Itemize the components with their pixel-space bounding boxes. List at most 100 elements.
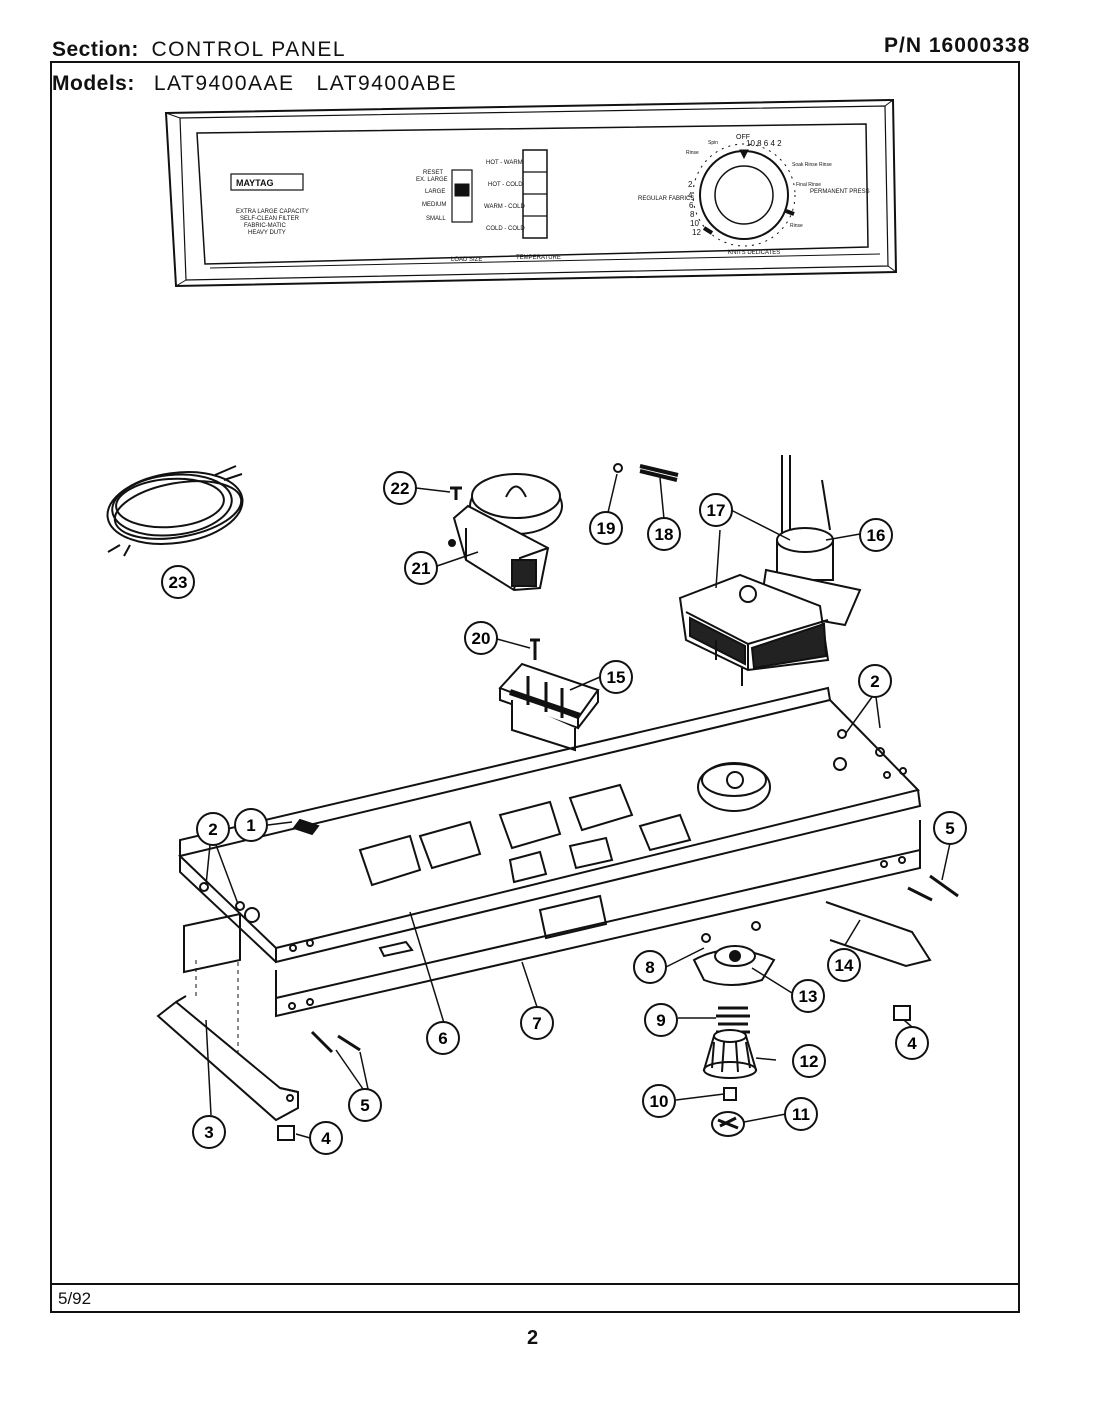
svg-text:5: 5	[360, 1096, 369, 1115]
svg-text:2: 2	[208, 820, 217, 839]
dial-soak-rinse: Soak Rinse Rinse	[792, 162, 832, 168]
svg-text:2: 2	[870, 672, 879, 691]
control-panel-illustration	[164, 98, 898, 288]
knob-cap-part	[711, 1111, 745, 1137]
dial-num-12: 12	[692, 228, 701, 237]
svg-text:11: 11	[792, 1105, 810, 1124]
temperature-label: TEMPERATURE	[516, 255, 561, 261]
footer-divider	[52, 1283, 1018, 1285]
callout-20: 20	[464, 621, 498, 655]
dial-top-numbers: 10 8 6 4 2	[746, 139, 782, 148]
svg-text:1: 1	[246, 816, 255, 835]
load-size-label: LOAD SIZE	[451, 257, 482, 263]
water-level-switch-part	[448, 473, 563, 592]
callout-14: 14	[827, 948, 861, 982]
wiring-harness-part	[106, 465, 244, 557]
models-value: LAT9400AAE LAT9400ABE	[153, 72, 458, 95]
models-line: Models: LAT9400AAE LAT9400ABE	[52, 72, 457, 96]
control-panel-text: MAYTAG EXTRA LARGE CAPACITY SELF-CLEAN F…	[236, 134, 870, 263]
models-label: Models:	[52, 72, 135, 95]
callout-10: 10	[642, 1084, 676, 1118]
svg-text:22: 22	[391, 479, 410, 498]
svg-text:9: 9	[656, 1011, 665, 1030]
svg-text:18: 18	[655, 525, 674, 544]
svg-text:21: 21	[412, 559, 431, 578]
callouts: 23 22 21 19 18 17 16 20 15 2 2 1 5 6 7 8…	[161, 471, 967, 1155]
svg-text:16: 16	[867, 526, 886, 545]
callout-16: 16	[859, 518, 893, 552]
svg-text:14: 14	[835, 956, 854, 975]
feature-line-1: EXTRA LARGE CAPACITY	[236, 209, 309, 215]
callout-4-left: 4	[309, 1121, 343, 1155]
callout-6: 6	[426, 1021, 460, 1055]
clip-part	[613, 463, 623, 473]
temp-cold-cold: COLD - COLD	[486, 226, 525, 232]
callout-15: 15	[599, 660, 633, 694]
feature-line-3: FABRIC-MATIC	[244, 223, 287, 229]
svg-text:12: 12	[800, 1052, 819, 1071]
section-title: Section: CONTROL PANEL	[52, 38, 346, 62]
callout-4-right: 4	[895, 1026, 929, 1060]
svg-text:7: 7	[532, 1014, 541, 1033]
timer-part	[678, 573, 830, 686]
spring-part	[639, 464, 679, 482]
temp-hot-warm: HOT - WARM	[486, 160, 523, 166]
temperature-switch-part	[498, 662, 600, 752]
svg-text:4: 4	[907, 1034, 917, 1053]
dial-num-4: 4	[688, 191, 693, 200]
section-label: Section:	[52, 38, 139, 61]
clip-part-4a	[277, 1125, 295, 1141]
dial-regular-fabrics: REGULAR FABRICS	[638, 196, 694, 202]
load-size-ex-large: EX. LARGE	[416, 177, 448, 183]
spring-part-9	[716, 1006, 750, 1034]
load-size-large: LARGE	[425, 189, 445, 195]
screw-part-5a	[310, 1030, 361, 1054]
callout-1: 1	[234, 808, 268, 842]
callout-7: 7	[520, 1006, 554, 1040]
load-size-reset: RESET	[423, 170, 443, 176]
svg-text:19: 19	[597, 519, 616, 538]
callout-18: 18	[647, 517, 681, 551]
clip-part-4b	[893, 1005, 911, 1021]
feature-line-2: SELF-CLEAN FILTER	[240, 216, 300, 222]
callout-11: 11	[784, 1097, 818, 1131]
svg-text:10: 10	[650, 1092, 669, 1111]
rear-bracket-part	[275, 820, 921, 1018]
svg-text:4: 4	[321, 1129, 331, 1148]
screw-part-5b	[907, 874, 959, 902]
dial-num-8: 8	[690, 210, 695, 219]
dial-off: OFF	[736, 134, 750, 141]
dial-permanent-press: PERMANENT PRESS	[810, 189, 870, 195]
svg-text:5: 5	[945, 819, 954, 838]
page-number: 2	[527, 1327, 539, 1349]
part-number: P/N 16000338	[884, 34, 1031, 57]
right-side-bracket-part	[825, 901, 932, 968]
clip-part-10	[723, 1087, 737, 1101]
callout-21: 21	[404, 551, 438, 585]
screw-part-22	[450, 486, 462, 500]
dial-num-10: 10	[690, 219, 699, 228]
callout-8: 8	[633, 950, 667, 984]
callout-5-right: 5	[933, 811, 967, 845]
callout-13: 13	[791, 979, 825, 1013]
dial-rinse-top: Rinse	[686, 150, 699, 156]
dial-rinse-bottom: Rinse	[790, 223, 803, 229]
svg-text:17: 17	[707, 501, 726, 520]
svg-text:15: 15	[607, 668, 626, 687]
callout-23: 23	[161, 565, 195, 599]
svg-text:8: 8	[645, 958, 654, 977]
svg-text:23: 23	[169, 573, 188, 592]
left-side-bracket	[183, 912, 241, 974]
feature-line-4: HEAVY DUTY	[248, 230, 286, 236]
load-size-medium: MEDIUM	[422, 202, 446, 208]
callout-2-right: 2	[858, 664, 892, 698]
end-cap-part	[156, 960, 299, 1122]
callout-12: 12	[792, 1044, 826, 1078]
load-size-small: SMALL	[426, 216, 446, 222]
svg-text:6: 6	[438, 1029, 447, 1048]
dial-num-6: 6	[689, 201, 694, 210]
temp-hot-cold: HOT - COLD	[488, 182, 523, 188]
knob-part	[702, 1029, 758, 1079]
callout-2-left: 2	[196, 812, 230, 846]
